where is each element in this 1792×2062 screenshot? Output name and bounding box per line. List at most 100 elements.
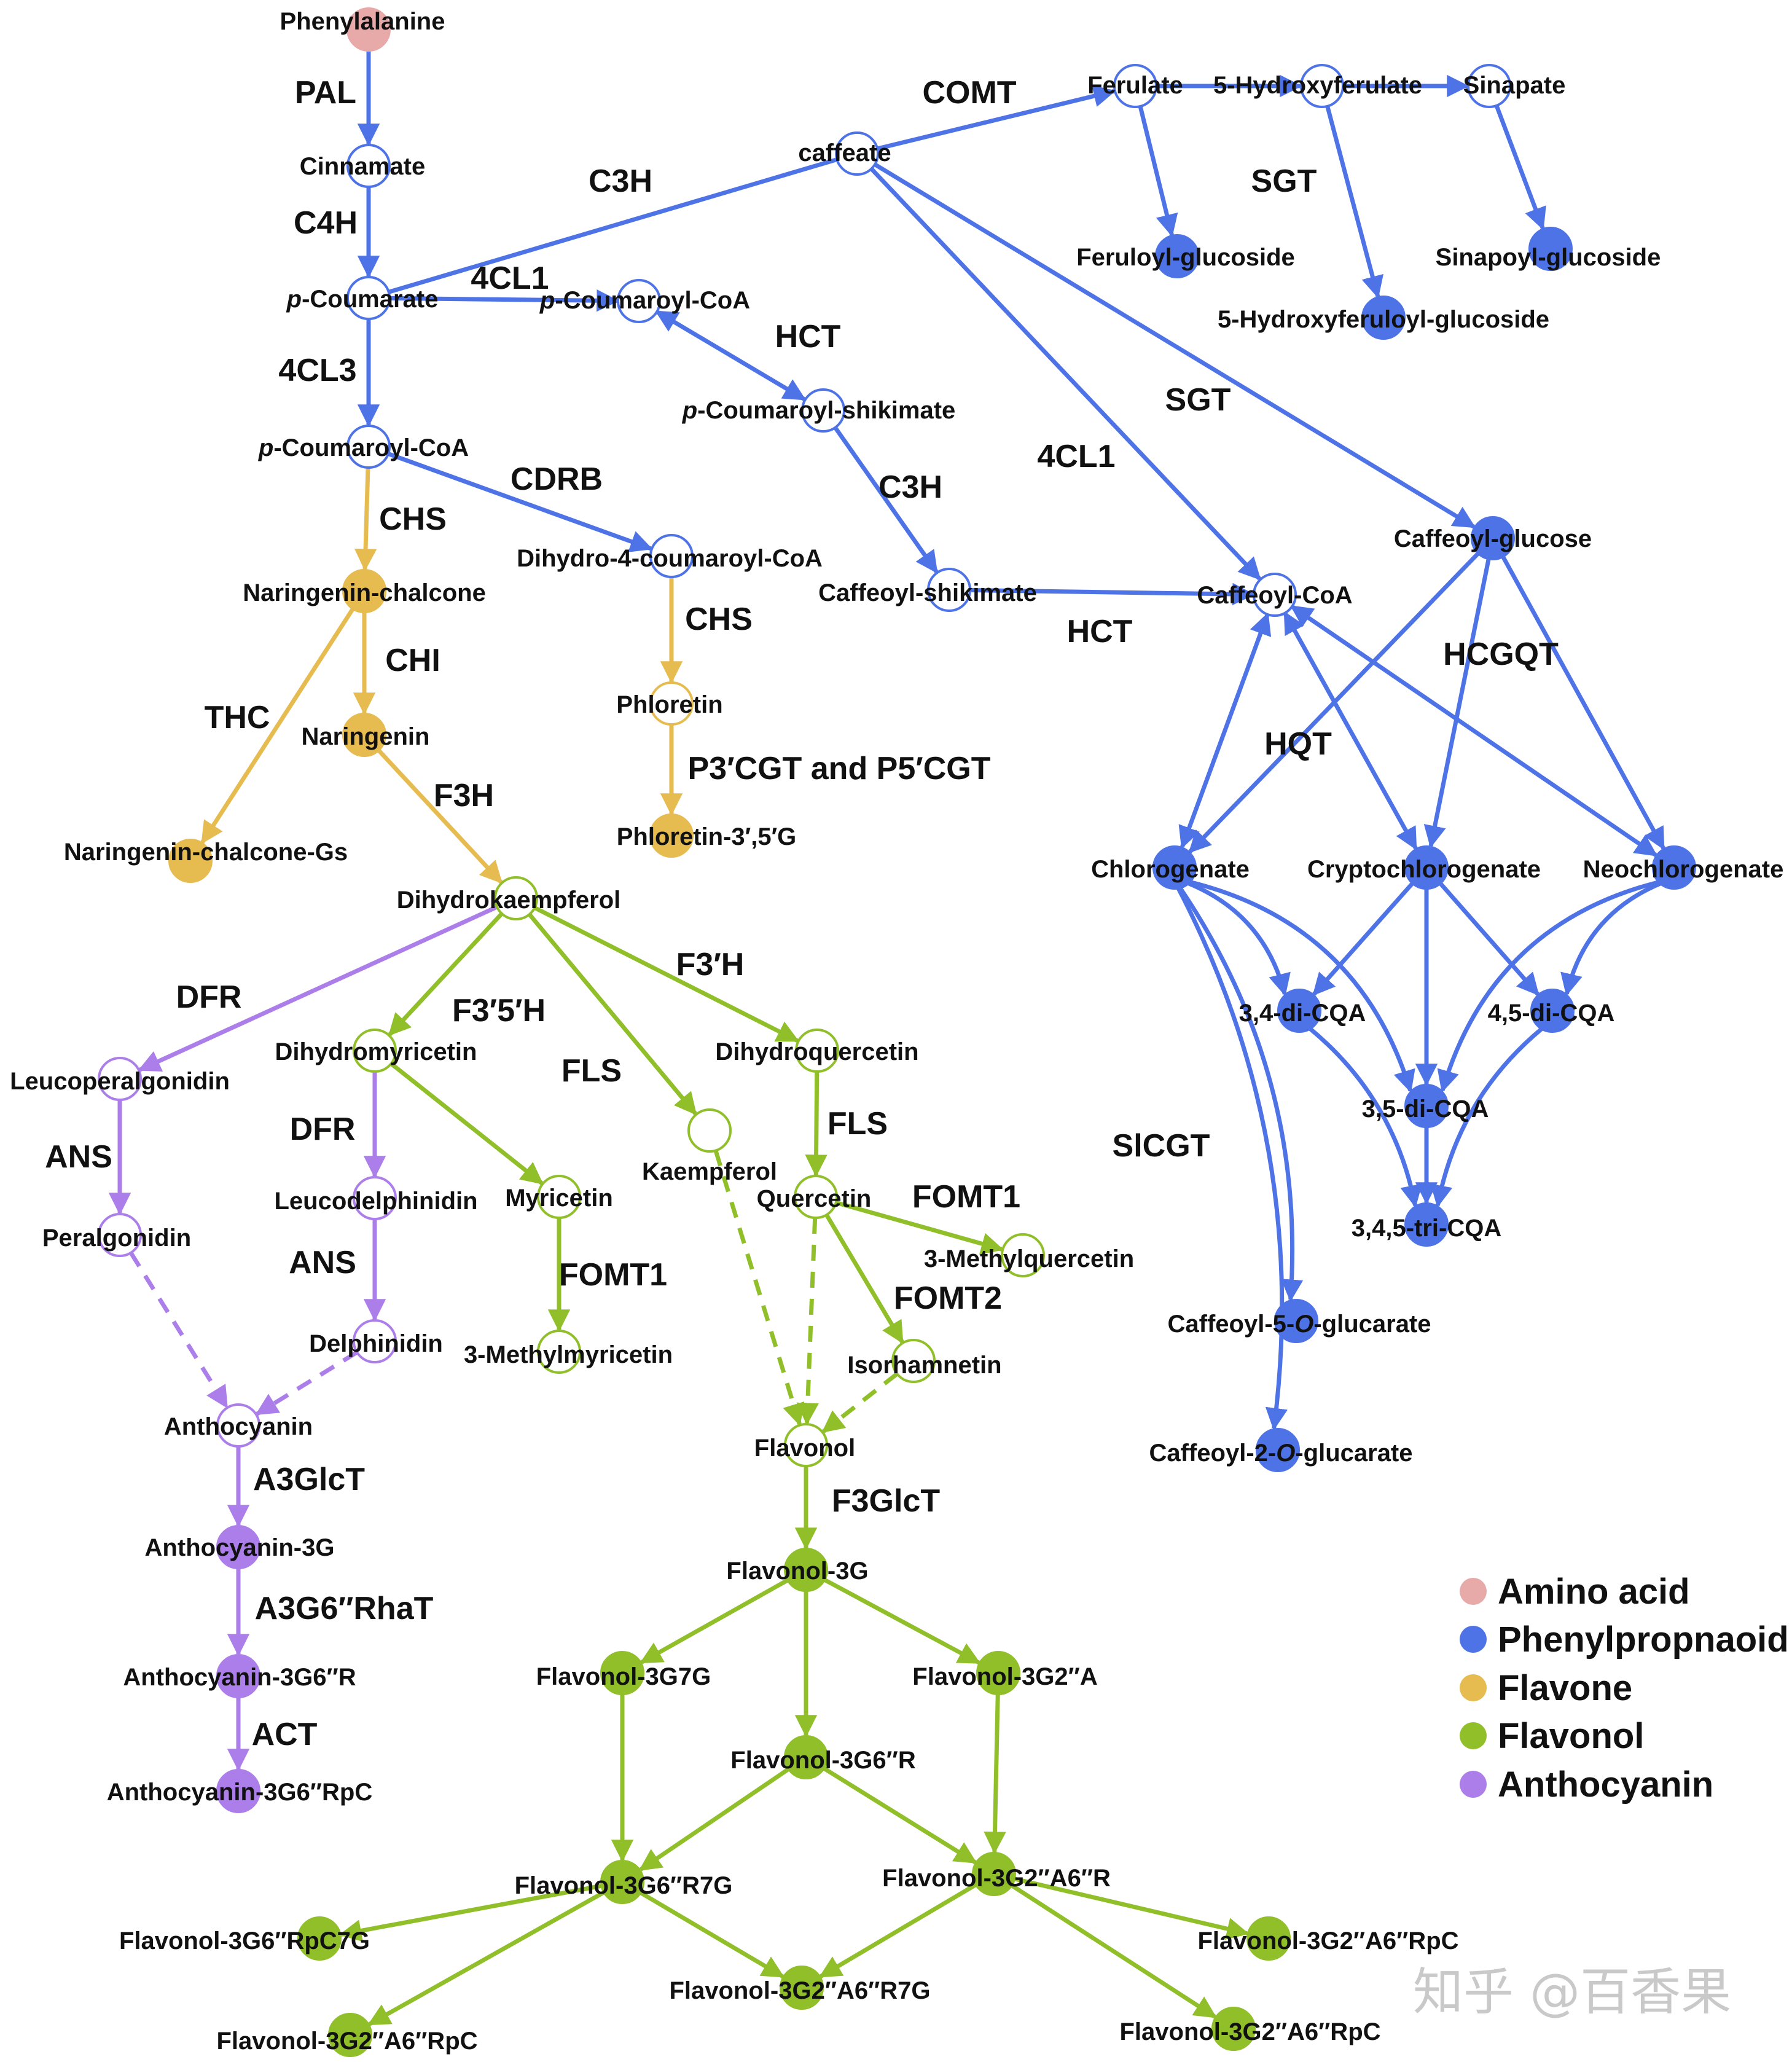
node-phlog: Phloretin-3′,5′G [617,813,797,858]
edge-dhk-to-dhq [533,906,800,1043]
enzyme-4cl3: 4CL3 [278,353,356,388]
node-marker-c5g [1274,1299,1318,1343]
edge-pcshik-to-caffshik [833,426,939,574]
node-marker-flv3g2a6rpcR1 [1246,1916,1291,1961]
edge-pcou-to-caff [388,157,837,294]
enzyme-sgt2: SGT [1165,382,1231,418]
node-marker-neo [1652,845,1696,890]
node-label-dicqa34: 3,4-di-CQA [1239,1000,1366,1027]
node-dicqa35: 3,5-di-CQA [1362,1084,1489,1128]
node-marker-antho3g6r [216,1654,260,1698]
node-sing: Sinapoyl-glucoside [1436,227,1661,271]
node-leucd: Leucodelphinidin [274,1176,478,1220]
enzyme-4cl1b: 4CL1 [1037,439,1115,474]
enzyme-f3h: F3H [434,778,494,813]
node-marker-naringchg [168,839,213,883]
node-label-pcoa1: p-Coumaroyl-CoA [258,434,469,461]
node-marker-caff [835,131,879,176]
node-marker-flv3g2a6rpcL [328,2013,372,2057]
enzyme-a3g6rhat: A3G6″RhaT [255,1591,434,1626]
enzyme-thc: THC [205,700,270,735]
node-marker-dicqa45 [1530,989,1575,1033]
node-marker-phlo [649,681,694,726]
node-flv3g2a6rpcR1: Flavonol-3G2″A6″RpC [1197,1916,1459,1961]
node-label-flv3g: Flavonol-3G [726,1558,868,1585]
enzyme-f35h: F3′5′H [452,993,546,1029]
edge-dhk-to-dhm [388,912,504,1037]
legend-item-amino: Amino acid [1460,1572,1690,1612]
node-crypt: Cryptochlorogenate [1307,845,1541,890]
edge-naring-to-dhk [377,748,503,884]
node-label-mm3: 3-Methylmyricetin [464,1341,673,1368]
watermark: 知乎 @百香果 [1413,1963,1731,2021]
enzyme-4cl1a: 4CL1 [471,261,549,296]
node-marker-flv3g6r [784,1735,828,1779]
node-label-cin: Cinnamate [300,153,426,180]
enzyme-fomt1a: FOMT1 [912,1179,1020,1215]
edge-layer [108,50,1665,2026]
node-label-antho3g6r: Anthocyanin-3G6″R [123,1664,356,1691]
node-label-pcoa2: p-Coumaroyl-CoA [539,287,750,314]
node-label-flv3g2a6rpcR1: Flavonol-3G2″A6″RpC [1197,1927,1458,1954]
enzyme-cdrb: CDRB [511,461,603,497]
legend-label-antho: Anthocyanin [1498,1765,1713,1805]
node-marker-myr [537,1175,581,1219]
node-marker-flv3g7g [600,1651,644,1695]
node-sin: Sinapate [1463,64,1565,108]
enzyme-dfr1: DFR [176,979,242,1015]
edge-caff-to-caffglu [874,162,1476,529]
node-fer: Ferulate [1087,64,1183,108]
edge-caffglu-to-chlo [1188,552,1480,853]
node-dicqa45: 4,5-di-CQA [1488,989,1614,1033]
legend-label-phenyl: Phenylpropnaoid [1498,1620,1789,1660]
node-antho3g6r: Anthocyanin-3G6″R [123,1654,356,1698]
node-marker-phe [346,7,391,52]
node-c5g: Caffeoyl-5-O-glucarate [1168,1299,1431,1343]
edge-caff-to-fer [877,85,1116,151]
node-marker-delph [353,1319,397,1363]
node-marker-c2g [1256,1428,1300,1472]
node-label-flv3g2a6r: Flavonol-3G2″A6″R [882,1865,1111,1892]
node-antho3g: Anthocyanin-3G [145,1525,334,1569]
node-label-mq3: 3-Methylquercetin [924,1245,1134,1272]
node-label-naringch: Naringenin-chalcone [243,579,486,606]
node-label-pcshik: p-Coumaroyl-shikimate [682,397,956,424]
node-marker-caffglu [1471,516,1515,560]
node-marker-naringch [342,569,386,613]
node-label-perl: Peralgonidin [42,1225,191,1252]
node-label-kaem: Kaempferol [642,1158,777,1185]
node-tricqa: 3,4,5-tri-CQA [1352,1202,1501,1247]
legend-item-flavone: Flavone [1460,1668,1632,1708]
node-marker-cin [346,144,391,188]
enzyme-fomt2: FOMT2 [894,1280,1002,1316]
node-marker-dhk [494,876,538,920]
edge-caff-to-caffcoa [869,167,1261,581]
legend-label-amino: Amino acid [1498,1572,1690,1612]
node-marker-caffshik [927,568,971,612]
node-marker-dhq [795,1029,839,1073]
node-caffglu: Caffeoyl-glucose [1394,516,1592,560]
node-marker-antho [216,1403,260,1448]
node-label-leucp: Leucoperalgonidin [10,1068,230,1095]
enzyme-fls1: FLS [561,1053,622,1089]
node-label-flv: Flavonol [754,1435,855,1462]
node-layer: PhenylalanineCinnamatep-Coumaratep-Couma… [10,7,1783,2057]
enzyme-hct1: HCT [775,319,841,355]
node-label-dhq: Dihydroquercetin [715,1038,918,1065]
node-label-flv3g2a6r7g: Flavonol-3G2″A6″R7G [669,1977,930,2004]
node-marker-pcoa2 [617,279,661,323]
node-flv3g2a6r: Flavonol-3G2″A6″R [882,1852,1111,1896]
node-marker-fer [1113,64,1157,108]
node-label-dhm: Dihydromyricetin [275,1038,477,1065]
node-leucp: Leucoperalgonidin [10,1057,230,1101]
enzyme-hcgqt: HCGQT [1443,637,1559,672]
node-flv3g2a6rpcR2: Flavonol-3G2″A6″RpC [1119,2007,1381,2051]
node-naring: Naringenin [302,713,429,757]
node-label-phlog: Phloretin-3′,5′G [617,823,797,850]
node-marker-phlog [649,813,694,858]
node-marker-hferg [1361,296,1406,340]
node-flv3g6rpc7g: Flavonol-3G6″RpC7G [119,1916,370,1961]
legend: Amino acidPhenylpropnaoidFlavoneFlavonol… [1460,1572,1789,1805]
node-label-flv3g2a6rpcL: Flavonol-3G2″A6″RpC [216,2028,477,2055]
node-marker-dh4c [649,534,694,578]
